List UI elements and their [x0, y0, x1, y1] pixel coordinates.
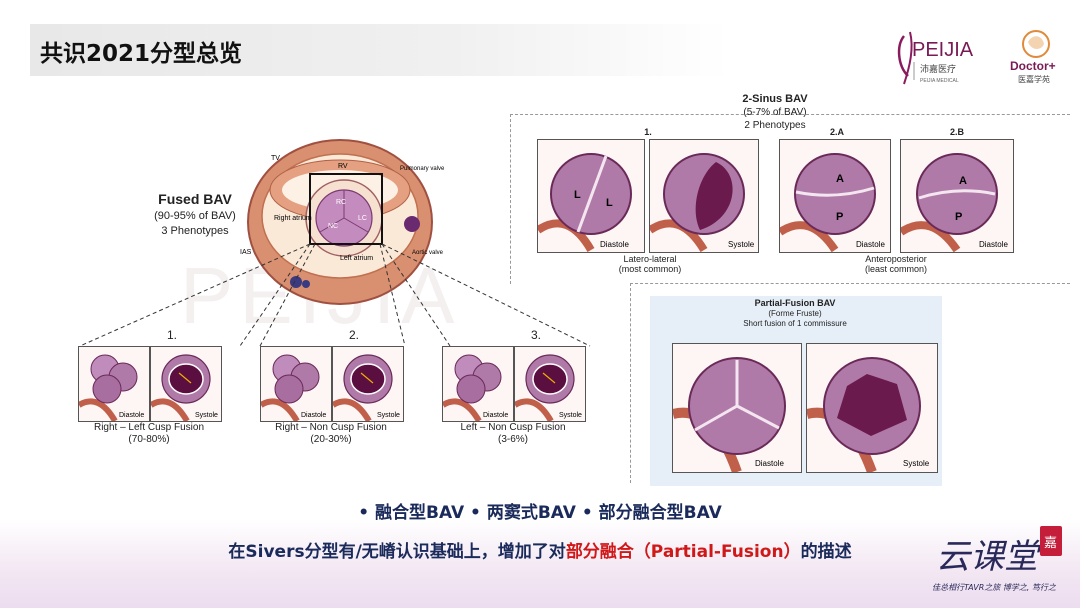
cusp-label-p: P [955, 211, 962, 223]
sinus-phenotype-2a: 2.A [829, 127, 844, 137]
yunketang-brand: 云课堂 嘉 佳总相行TAVR之旅 博学之, 笃行之 [932, 526, 1062, 592]
desc-pre: 在Sivers分型有/无嵴认识基础上，增加了对 [228, 542, 566, 562]
systole-label: Systole [903, 459, 930, 468]
brand-slogan: 佳总相行TAVR之旅 博学之, 笃行之 [932, 583, 1057, 592]
divider-top [510, 114, 1070, 115]
doctor-cn: 医嘉学苑 [1018, 74, 1050, 84]
label-left-atrium: Left atrium [340, 255, 373, 262]
label-rc: RC [336, 199, 346, 206]
fused-panel-diastole: Diastole [78, 346, 150, 422]
systole-label: Systole [195, 412, 218, 419]
sinus-title: 2-Sinus BAV [742, 93, 808, 105]
footer-band [0, 520, 1080, 608]
systole-label: Systole [728, 240, 755, 249]
seal-icon [1040, 526, 1062, 556]
partial-panel-systole: Systole [806, 343, 938, 473]
divider-left [510, 114, 511, 284]
page-title: 共识2021分型总览 [40, 41, 243, 67]
sinus-phenotypes: 2 Phenotypes [744, 120, 806, 131]
description: 在Sivers分型有/无嵴认识基础上，增加了对部分融合（Partial-Fusi… [0, 537, 1080, 562]
fused-phenotype-number: 2. [348, 328, 359, 342]
fused-panel-diastole: Diastole [442, 346, 514, 422]
fused-caption: Right – Non Cusp Fusion [275, 422, 387, 433]
partial-sub2: Short fusion of 1 commissure [743, 319, 847, 328]
diastole-label: Diastole [856, 240, 885, 249]
diastole-label: Diastole [755, 459, 784, 468]
title-bar [30, 24, 730, 76]
fused-pct: (90-95% of BAV) [154, 210, 236, 222]
doctor-name: Doctor+ [1010, 59, 1056, 73]
partial-title: Partial-Fusion BAV [754, 298, 836, 308]
label-rv: RV [338, 163, 348, 170]
sinus-caption-2: Anteroposterior [865, 254, 927, 264]
fused-panel-diastole: Diastole [260, 346, 332, 422]
zoom-lines [79, 243, 591, 347]
sinus-panel-1-diastole: L L Diastole [537, 139, 645, 253]
diastole-label: Diastole [600, 240, 629, 249]
peijia-logo: PEIJIA 沛嘉医疗 PEIJIA MEDICAL [897, 31, 974, 85]
fused-caption-pct: (70-80%) [128, 434, 170, 445]
sinus-phenotype-2b: 2.B [949, 127, 964, 137]
fused-caption-pct: (3-6%) [497, 434, 528, 445]
fused-panel-systole: Systole [150, 346, 222, 422]
desc-post: 的描述 [800, 542, 852, 562]
fused-phenotype-number: 3. [530, 328, 541, 342]
label-ias: IAS [240, 249, 252, 256]
peijia-cn: 沛嘉医疗 [920, 63, 956, 75]
diastole-label: Diastole [483, 412, 508, 419]
systole-label: Systole [377, 412, 400, 419]
label-tv: TV [271, 155, 280, 162]
cusp-label-l: L [606, 197, 613, 209]
divider-lower [630, 283, 631, 483]
sinus-caption-1: Latero-lateral [623, 254, 677, 264]
diastole-label: Diastole [119, 412, 144, 419]
fused-phenotypes: 3 Phenotypes [161, 225, 229, 237]
fused-caption: Right – Left Cusp Fusion [93, 422, 205, 433]
fused-phenotype-number: 1. [166, 328, 177, 342]
sinus-pct: (5-7% of BAV) [743, 107, 807, 118]
cusp-label-p: P [836, 211, 843, 223]
label-lc: LC [358, 215, 367, 222]
fused-caption: Left – Non Cusp Fusion [460, 422, 566, 433]
cusp-label-l: L [574, 189, 581, 201]
systole-label: Systole [559, 412, 582, 419]
desc-highlight: 部分融合（Partial-Fusion） [565, 542, 801, 562]
cusp-label-a: A [959, 175, 967, 187]
divider-middle [630, 283, 1070, 284]
fused-caption-pct: (20-30%) [310, 434, 352, 445]
label-right-atrium: Right atrium [274, 215, 312, 222]
brand-main: 云课堂 [936, 537, 1042, 577]
diastole-label: Diastole [301, 412, 326, 419]
sinus-panel-1-systole: Systole [649, 139, 759, 253]
fused-panel-systole: Systole [332, 346, 404, 422]
partial-sub1: (Forme Fruste) [768, 309, 822, 318]
brand-seal: 嘉 [1044, 536, 1057, 551]
sinus-caption-2b: (least common) [864, 264, 927, 274]
partial-panel-diastole: Diastole [672, 343, 802, 473]
heart-cross-section: TV RV Pulmonary valve Right atrium RC LC… [240, 139, 445, 305]
peijia-sub: PEIJIA MEDICAL [920, 78, 959, 84]
doctor-logo: Doctor+ 医嘉学苑 [1010, 30, 1056, 84]
label-aortic-valve: Aortic valve [412, 250, 444, 256]
peijia-name: PEIJIA [912, 39, 974, 61]
sinus-panel-2a-diastole: A P Diastole [779, 139, 891, 253]
diastole-label: Diastole [979, 240, 1008, 249]
label-pulmonary-valve: Pulmonary valve [400, 166, 445, 172]
label-nc: NC [328, 223, 338, 230]
cusp-label-a: A [836, 173, 844, 185]
bullets: • 融合型BAV • 两窦式BAV • 部分融合型BAV [358, 503, 722, 523]
sinus-panel-2b-diastole: A P Diastole [900, 139, 1014, 253]
sinus-phenotype-1: 1. [644, 127, 652, 137]
fused-panel-systole: Systole [514, 346, 586, 422]
fused-title: Fused BAV [158, 191, 232, 207]
sinus-caption-1b: (most common) [618, 264, 682, 274]
